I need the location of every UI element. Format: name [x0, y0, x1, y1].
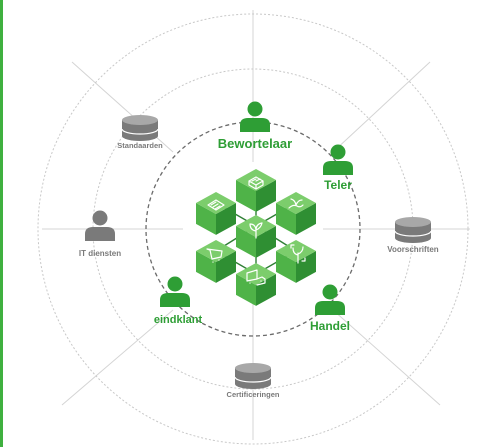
actor-label-it-diensten: IT diensten [79, 249, 121, 258]
person-icon [240, 101, 270, 132]
database-icon [121, 115, 159, 141]
database-icon [234, 363, 272, 389]
cube-lower-left [196, 240, 236, 283]
actor-label-eindklant: eindklant [154, 314, 203, 326]
cube-cluster [196, 169, 316, 306]
cube-top [236, 169, 276, 212]
actor-standaarden: Standaarden [117, 115, 163, 150]
cube-bottom [236, 263, 276, 306]
plant-scan-icon [290, 244, 306, 264]
invoice-icon [207, 199, 225, 211]
actor-eindklant: eindklant [154, 276, 203, 326]
actor-label-standaarden: Standaarden [117, 141, 163, 150]
actor-handel: Handel [310, 284, 350, 333]
pallet-icon [248, 176, 264, 190]
actor-voorschriften: Voorschriften [387, 217, 439, 254]
person-icon [315, 284, 345, 315]
truck-icon [246, 269, 266, 286]
person-icon [160, 276, 190, 307]
cube-upper-right [276, 192, 316, 235]
cart-icon [206, 248, 223, 263]
actor-label-certificeringen: Certificeringen [227, 390, 280, 399]
actor-bewortelaar: Bewortelaar [218, 101, 292, 151]
actor-label-bewortelaar: Bewortelaar [218, 136, 292, 151]
person-icon [323, 144, 353, 175]
seedling-icon [249, 222, 263, 239]
actor-label-handel: Handel [310, 319, 350, 333]
database-icon [394, 217, 432, 243]
person-icon [85, 210, 115, 241]
actor-label-teler: Teler [324, 178, 352, 192]
actor-teler: Teler [323, 144, 353, 192]
actor-label-voorschriften: Voorschriften [387, 245, 439, 254]
cube-center [236, 215, 276, 258]
plant-hand-icon [288, 198, 304, 209]
actor-certificeringen: Certificeringen [227, 363, 280, 399]
actor-it-diensten: IT diensten [79, 210, 121, 258]
cube-lower-right [276, 240, 316, 283]
cube-upper-left [196, 192, 236, 235]
left-accent-bar [0, 0, 3, 447]
